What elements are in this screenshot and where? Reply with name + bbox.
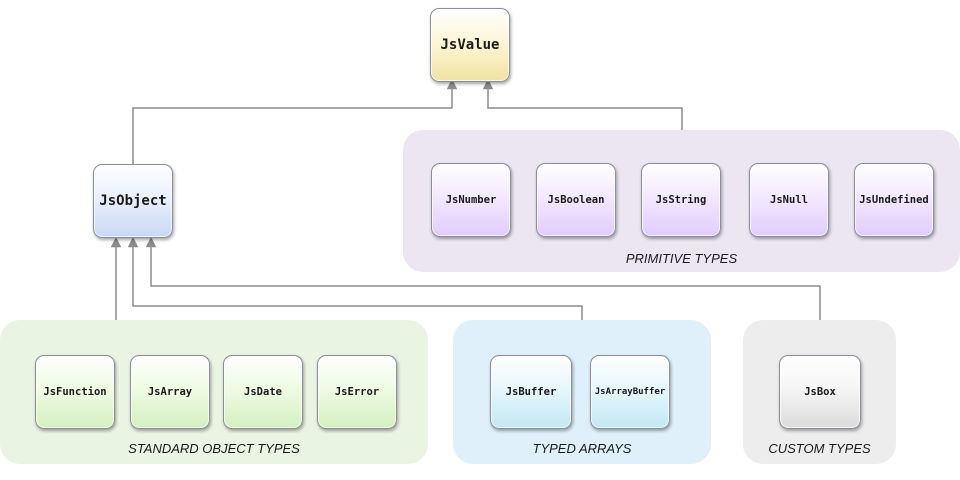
typed-arrays-label: TYPED ARRAYS: [532, 441, 632, 456]
jsarraybuffer-node: JsArrayBuffer: [590, 355, 670, 429]
custom-types-label: CUSTOM TYPES: [768, 441, 871, 456]
edge-primitive-to-value: [482, 78, 683, 130]
edge-object-to-value: [132, 78, 458, 164]
jsnumber-node: JsNumber: [431, 163, 511, 237]
standard-object-types-label: STANDARD OBJECT TYPES: [128, 441, 300, 456]
jsarray-node: JsArray: [130, 355, 210, 429]
jsbuffer-node: JsBuffer: [490, 355, 572, 429]
jsstring-node: JsString: [641, 163, 721, 237]
jsobject-node: JsObject: [93, 164, 173, 238]
edge-custom-to-object: [145, 236, 821, 320]
jserror-node: JsError: [317, 355, 397, 429]
jsundefined-node: JsUndefined: [854, 163, 934, 237]
primitive-types-label: PRIMITIVE TYPES: [625, 251, 738, 266]
jsbox-node: JsBox: [779, 355, 861, 429]
jsvalue-node: JsValue: [430, 8, 510, 82]
edge-typed-to-object: [127, 236, 583, 320]
jsfunction-node: JsFunction: [35, 355, 115, 429]
jsboolean-node: JsBoolean: [536, 163, 616, 237]
jsdate-node: JsDate: [223, 355, 303, 429]
jsnull-node: JsNull: [749, 163, 829, 237]
